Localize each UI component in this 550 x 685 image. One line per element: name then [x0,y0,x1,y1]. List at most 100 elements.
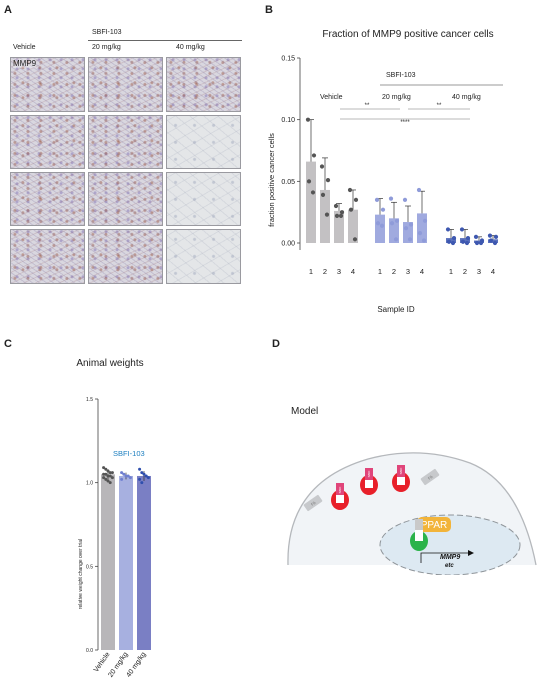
chart-c-point-2-6 [140,481,144,485]
chart-b-point-4-1 [380,207,386,212]
panel-a-label-40: 40 mg/kg [176,44,205,51]
chart-c-point-2-0 [138,467,142,471]
chart-b-point-11-2 [488,238,494,243]
chart-b-point-6-2 [403,226,409,231]
chart-b-bar-2 [334,210,344,243]
chart-b-bar-0 [306,161,316,243]
chart-b-point-1-2 [320,192,326,197]
chart-c-bar-1 [119,475,133,650]
chart-c-point-0-6 [104,472,108,476]
chart-b-title: Fraction of MMP9 positive cancer cells [322,29,493,40]
chart-b-point-0-1 [311,153,317,158]
chart-b-xtick-label-4: 1 [378,267,382,276]
chart-c-point-0-3 [108,471,112,475]
chart-b-xtick-label-1: 2 [323,267,327,276]
chart-b-group-40: 40 mg/kg [452,94,481,101]
animal-weights-chart: Animal weights relative weight change ov… [76,358,151,679]
fatty-acid-right: FA [420,468,440,486]
chart-c-point-0-13 [108,481,112,485]
chart-b-point-6-3 [407,237,413,242]
stain-label: MMP9 [13,59,37,68]
chart-b-point-10-2 [474,240,480,246]
svg-text:PPAR: PPAR [421,520,448,531]
chart-c-annotation: SBFI-103 [113,449,145,458]
chart-b-xtick-label-9: 2 [463,267,467,276]
chart-c-title: Animal weights [76,358,143,369]
chart-b-xtick-label-8: 1 [449,267,453,276]
chart-b-point-0-2 [306,179,312,184]
chart-b-point-11-1 [493,234,499,239]
chart-b-point-6-1 [408,222,414,227]
chart-b-point-2-2 [334,213,340,218]
chart-b-point-1-3 [324,212,330,217]
chart-b-xtick-label-0: 1 [309,267,313,276]
svg-text:FA: FA [427,474,434,481]
chart-c-point-2-3 [144,474,148,478]
ppar-receptor: PPAR [417,517,451,532]
chart-b-point-1-1 [325,178,331,183]
chart-b-xtick-label-3: 4 [351,267,355,276]
chart-b-point-5-1 [394,218,400,223]
chart-b-bar-7 [417,213,427,243]
micrograph-vehicle-4 [10,229,85,284]
sig-label-3: **** [400,120,410,126]
chart-b-point-4-3 [379,223,385,228]
panel-c-letter: C [4,338,12,350]
chart-c-point-0-0 [102,466,106,470]
chart-c-point-1-2 [124,474,128,478]
sbfi-fabp-complex-3: SBFI [392,465,410,492]
chart-c-point-1-0 [120,471,124,475]
chart-b-bar-1 [320,189,330,243]
etc-label: etc [445,563,454,569]
chart-b-point-2-1 [339,210,345,215]
chart-b-point-0-0 [305,117,311,122]
chart-b-point-7-2 [417,231,423,236]
chart-c-point-1-3 [126,474,130,478]
chart-b-point-5-2 [389,221,395,226]
chart-b-point-8-3 [450,240,456,246]
panel-a-label-20: 20 mg/kg [92,44,121,51]
chart-b-point-3-3 [352,237,358,242]
chart-b-point-0-3 [310,190,316,195]
chart-c-point-0-9 [110,476,114,480]
chart-b-yticks: 0.000.050.100.15 [281,56,300,248]
chart-b-xtick-label-5: 2 [392,267,396,276]
chart-b-point-1-0 [319,164,325,169]
chart-b-point-7-1 [422,218,428,223]
chart-c-point-0-12 [106,479,110,483]
micrograph-40mg-2 [166,115,241,169]
chart-b-point-10-0 [473,234,479,239]
chart-c-point-0-4 [110,471,114,475]
chart-b-point-10-3 [478,240,484,246]
chart-b-point-4-0 [374,197,380,202]
chart-c-point-0-1 [104,467,108,471]
micrograph-20mg-1 [88,57,163,112]
chart-b-ytick-label-1: 0.05 [281,179,295,186]
chart-b-ytick-label-2: 0.10 [281,117,295,124]
chart-b-point-3-2 [348,207,354,212]
chart-b-point-8-2 [446,239,452,244]
sbfi-fabp-complex-1: SBFI [331,483,349,510]
transcription-arrowhead [468,550,474,556]
chart-c-point-1-1 [122,472,126,476]
chart-b-point-9-0 [459,227,465,232]
chart-b-xtick-label-10: 3 [477,267,481,276]
sbfi-fabp-complex-2: SBFI [360,468,378,495]
chart-c-point-0-5 [102,472,106,476]
chart-b-point-5-3 [393,237,399,242]
svg-text:FA: FA [310,500,317,507]
chart-c-ylabel: relative weight change over trial [78,539,84,609]
fatty-acid-left: FA [303,494,323,512]
model-diagram: FA FA SBFI SBFI SBFI PPAR MMP9 etc [287,452,537,575]
chart-b-group-vehicle: Vehicle [320,94,343,101]
chart-c-point-2-1 [140,471,144,475]
chart-b-point-5-0 [388,196,394,201]
chart-b-point-7-0 [416,187,422,193]
chart-b-ytick-label-3: 0.15 [281,56,295,63]
chart-b-bar-6 [403,222,413,243]
chart-b-xlabel: Sample ID [377,305,415,314]
micrograph-vehicle-3 [10,172,85,226]
sig-label-1: ** [365,103,370,109]
